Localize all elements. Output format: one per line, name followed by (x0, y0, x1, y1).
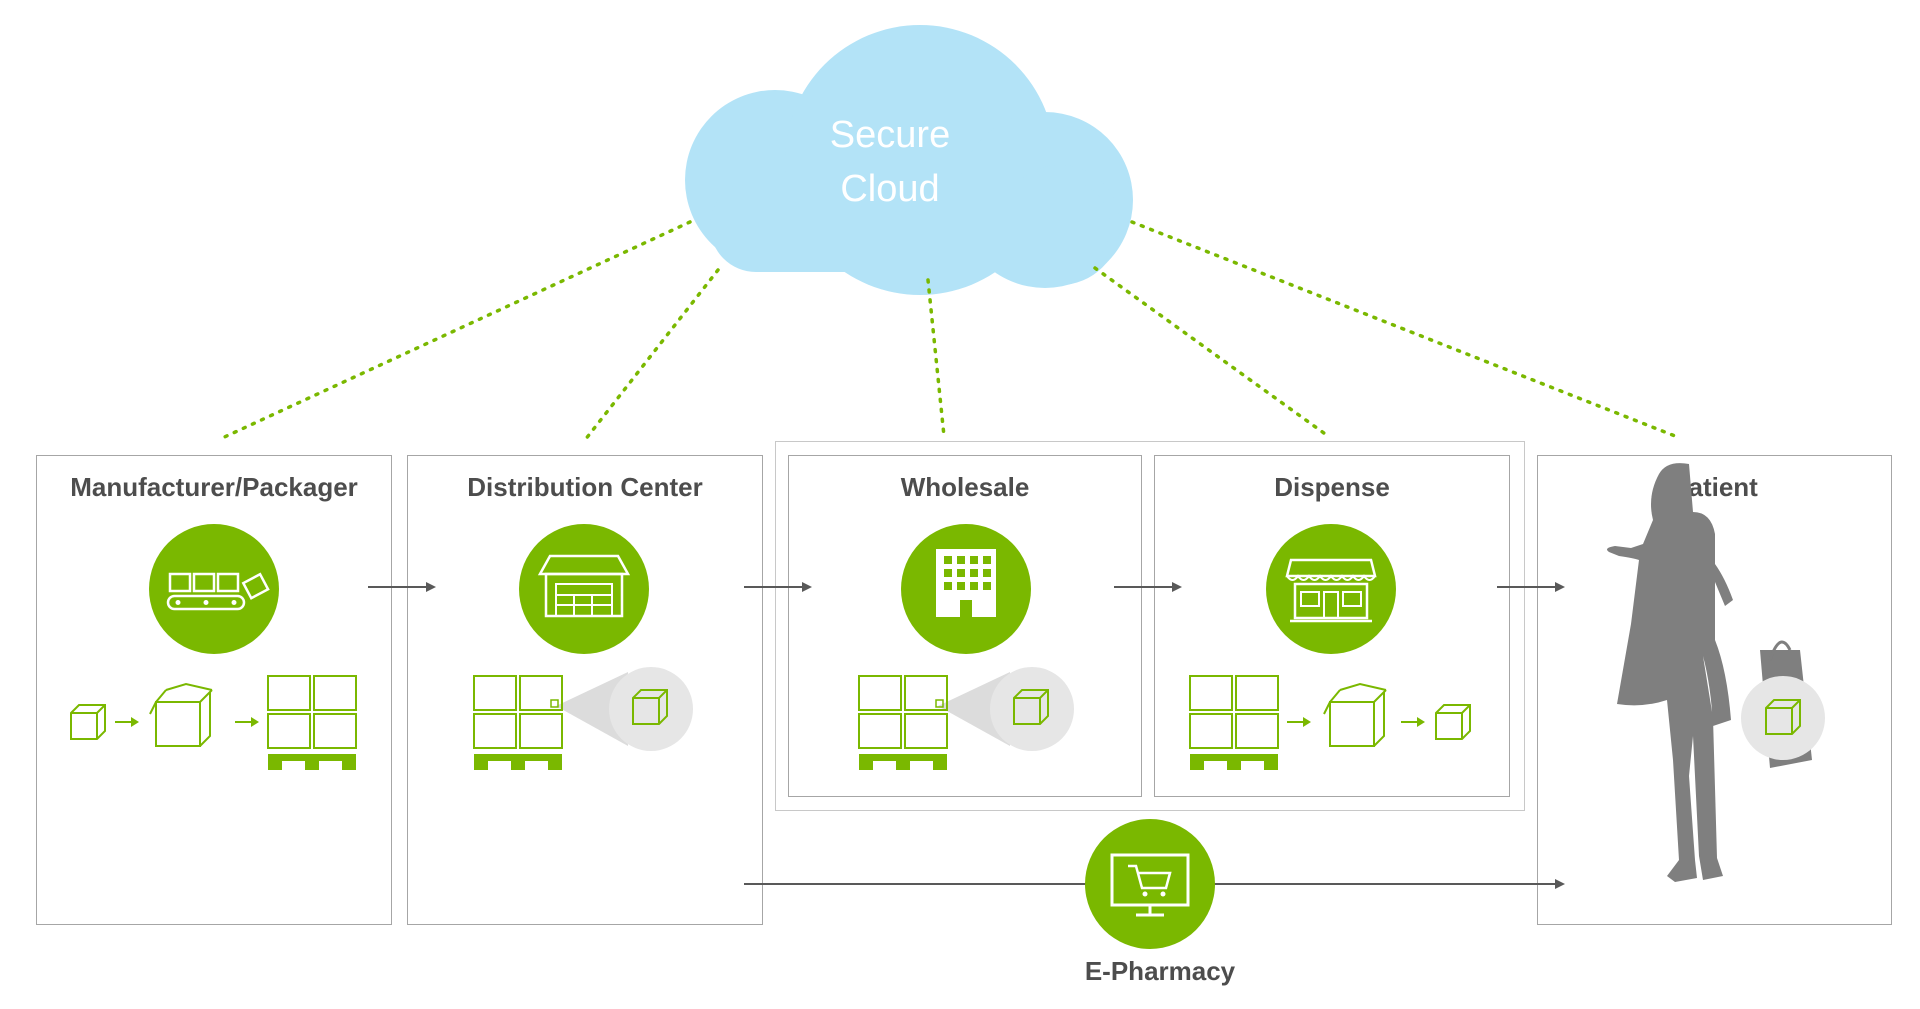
link-dispense (1093, 266, 1330, 438)
dispense-box: Dispense (1154, 455, 1510, 797)
conveyor-belt-icon (149, 524, 279, 654)
cloud-label-line2: Cloud (840, 168, 940, 210)
manufacturer-packaging-flow (70, 675, 357, 771)
distribution-title: Distribution Center (467, 472, 703, 502)
dispense-unpack-flow (1189, 675, 1471, 771)
link-manufacturer (216, 220, 692, 442)
link-patient (1130, 220, 1677, 438)
cloud-connector-lines (216, 220, 1677, 442)
distribution-pallet-zoom (473, 667, 693, 771)
cloud-label-line1: Secure (829, 114, 951, 156)
office-building-icon (901, 524, 1031, 654)
cloud-label: Secure Cloud (760, 108, 1020, 216)
patient-package-badge (1741, 676, 1825, 760)
link-wholesale (926, 278, 946, 438)
warehouse-icon (519, 524, 649, 654)
dispense-title: Dispense (1274, 472, 1390, 502)
computer-shopping-cart-icon (1085, 819, 1215, 949)
pharmacy-storefront-icon (1266, 524, 1396, 654)
manufacturer-title: Manufacturer/Packager (70, 472, 358, 502)
wholesale-pallet-zoom (858, 667, 1074, 771)
link-distribution (583, 268, 720, 442)
wholesale-title: Wholesale (900, 472, 1030, 502)
woman-silhouette-icon (1607, 463, 1812, 882)
secure-cloud-icon (685, 25, 1133, 295)
epharmacy-label: E-Pharmacy (1084, 956, 1236, 986)
